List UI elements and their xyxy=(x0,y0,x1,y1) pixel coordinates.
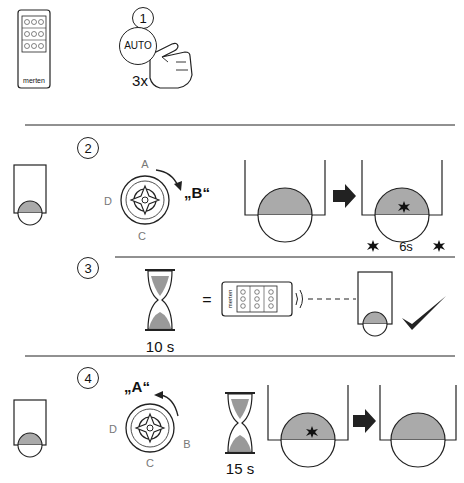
dial-letter: C xyxy=(146,458,154,469)
duration: 10 s xyxy=(146,339,174,354)
node-text: AUTO xyxy=(124,41,152,51)
brand-name: merten xyxy=(227,290,233,309)
dial-letter: D xyxy=(109,424,117,435)
dial-setting: „A“ xyxy=(124,379,150,394)
node-text: 3 xyxy=(84,262,91,275)
node-text: 2 xyxy=(84,142,91,155)
duration: 15 s xyxy=(226,461,254,476)
dial-letter: B xyxy=(183,439,190,450)
step-number: 2 xyxy=(77,137,99,159)
duration: 6s xyxy=(399,240,413,253)
equals-sign: = xyxy=(202,292,211,308)
step-number: 4 xyxy=(77,367,99,389)
dial-letter: C xyxy=(138,231,146,242)
remote-control xyxy=(18,10,50,88)
brand-name: merten xyxy=(23,77,45,84)
step-number: 1 xyxy=(132,7,154,29)
node-text: 1 xyxy=(139,12,146,25)
dial-letter: D xyxy=(104,196,112,207)
press-count: 3x xyxy=(132,73,148,88)
step-number: 3 xyxy=(77,257,99,279)
check-mark xyxy=(402,296,446,330)
node-text: 4 xyxy=(84,372,91,385)
dial-letter: A xyxy=(141,159,148,170)
dial-setting: „B“ xyxy=(184,185,210,200)
auto-button: AUTO xyxy=(119,27,157,65)
